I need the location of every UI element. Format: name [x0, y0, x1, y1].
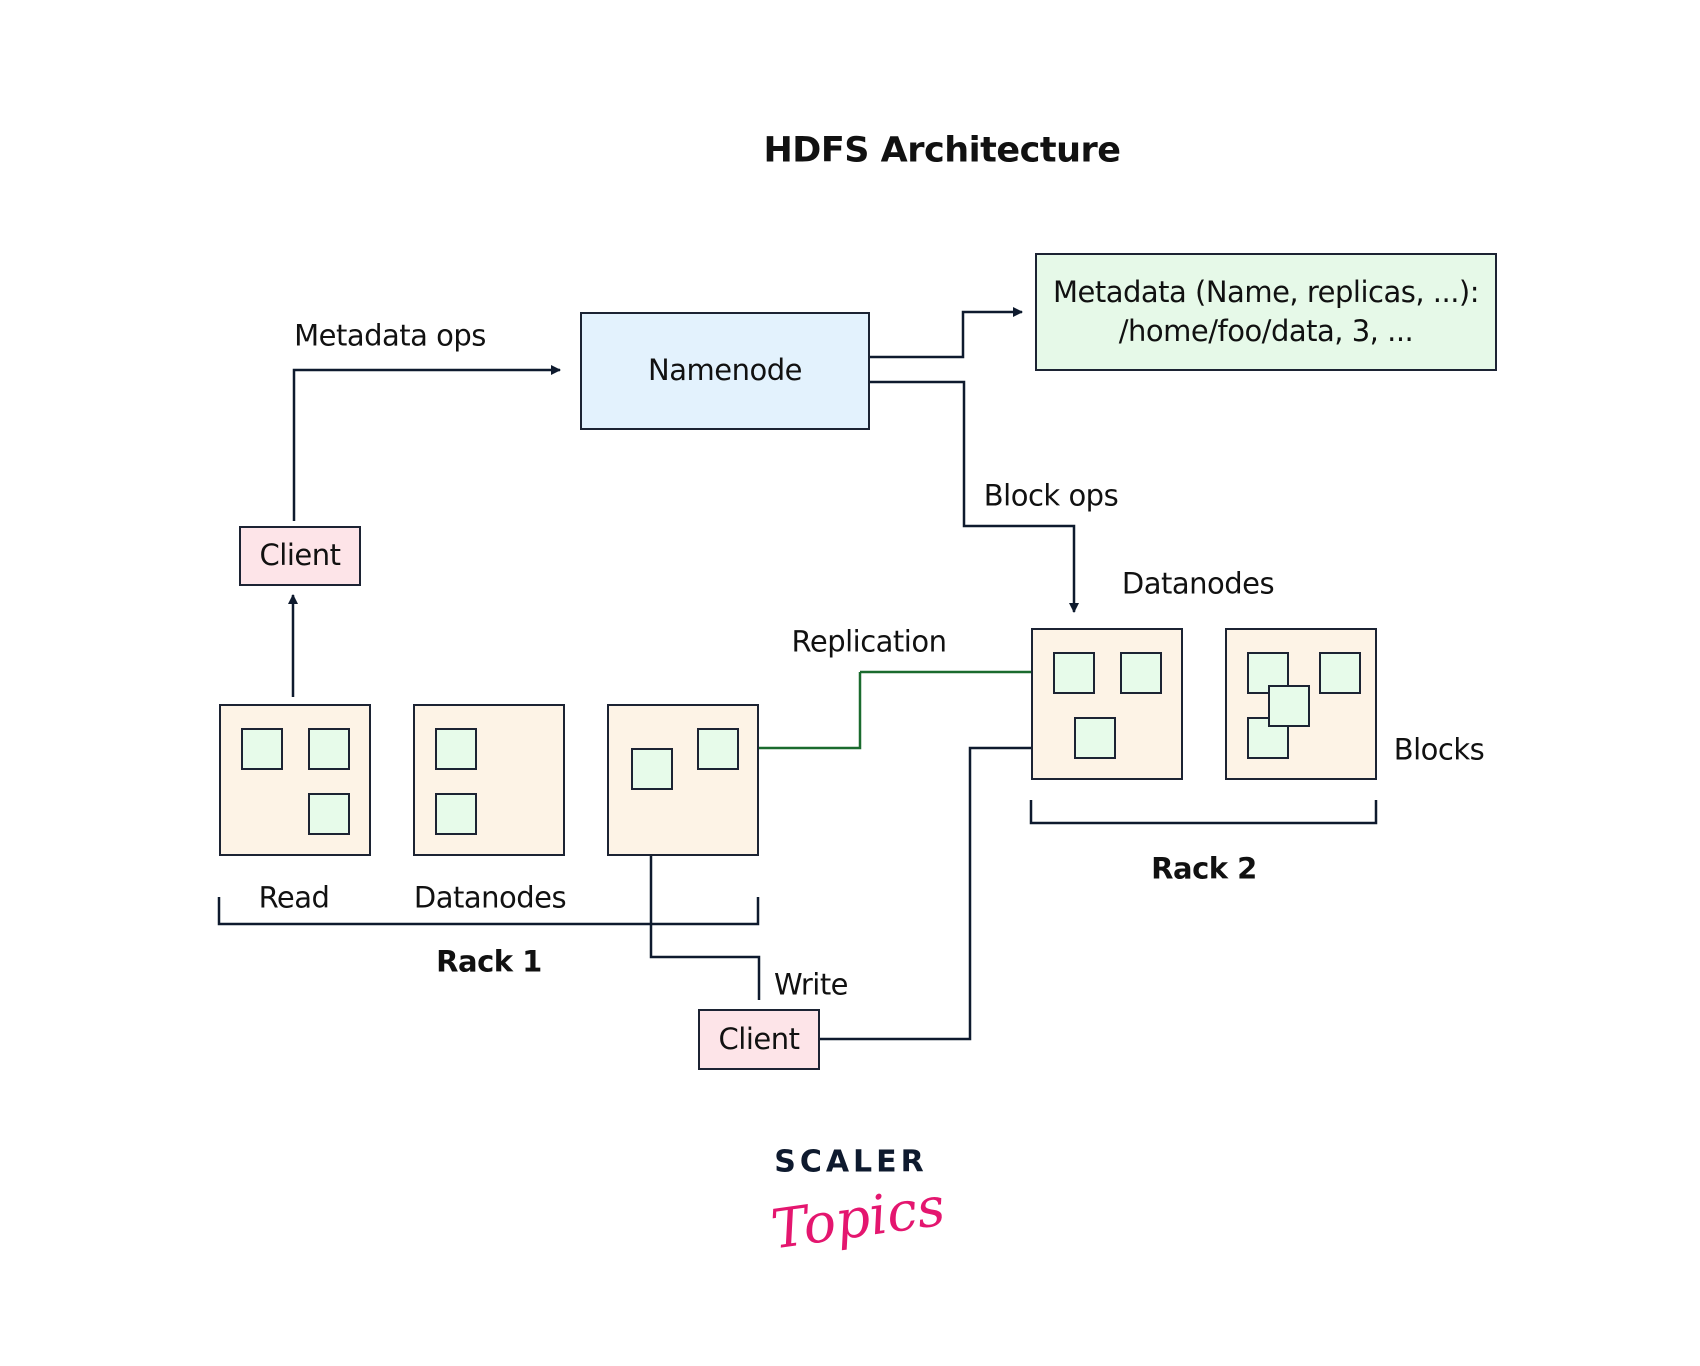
metadata-ops-label: Metadata ops: [294, 318, 486, 353]
metadata-line-2: /home/foo/data, 3, ...: [1118, 314, 1414, 348]
rack1-label: Rack 1: [436, 944, 542, 979]
write-edge-rack2: [812, 743, 1053, 1041]
client-write-box: Client: [698, 1009, 820, 1070]
rack2-label: Rack 2: [1151, 851, 1257, 886]
client-read-box: Client: [239, 526, 361, 586]
logo-scaler-text: SCALER: [774, 1144, 928, 1180]
block: [308, 728, 350, 770]
rack2-bracket: [1029, 800, 1378, 825]
datanodes-rack2-label: Datanodes: [1121, 566, 1275, 601]
block: [241, 728, 283, 770]
namenode-metadata-edge: [861, 307, 1023, 359]
block: [435, 793, 477, 835]
namenode-label: Namenode: [648, 353, 802, 388]
block: [1319, 652, 1361, 694]
diagram-title: HDFS Architecture: [763, 130, 1121, 171]
rack2-datanode-1: [1031, 628, 1183, 780]
block: [1120, 652, 1162, 694]
metadata-line-1: Metadata (Name, replicas, ...):: [1053, 274, 1480, 309]
client-read-label: Client: [259, 538, 341, 573]
datanodes-rack1-label: Datanodes: [413, 880, 567, 915]
block: [308, 793, 350, 835]
rack1-datanode-1: [219, 704, 371, 856]
block: [435, 728, 477, 770]
metadata-box: Metadata (Name, replicas, ...): /home/fo…: [1035, 253, 1497, 371]
block: [1053, 652, 1095, 694]
block: [697, 728, 739, 770]
read-label: Read: [258, 880, 330, 915]
block: [631, 748, 673, 790]
write-label: Write: [773, 967, 849, 1002]
rack1-datanode-2: [413, 704, 565, 856]
namenode-box: Namenode: [580, 312, 870, 430]
block: [1074, 717, 1116, 759]
client-write-label: Client: [718, 1021, 800, 1056]
replication-label: Replication: [791, 624, 947, 659]
metadata-ops-edge: [292, 365, 561, 521]
rack1-datanode-3: [607, 704, 759, 856]
block: [1268, 685, 1310, 727]
rack1-bracket: [217, 897, 760, 926]
blocks-label: Blocks: [1393, 732, 1485, 767]
block-ops-label: Block ops: [983, 478, 1119, 513]
replication-edge-left: [746, 672, 862, 753]
rack2-datanode-2: [1225, 628, 1377, 780]
write-edge-rack1: [646, 797, 761, 1000]
block-ops-edge: [861, 380, 1079, 613]
